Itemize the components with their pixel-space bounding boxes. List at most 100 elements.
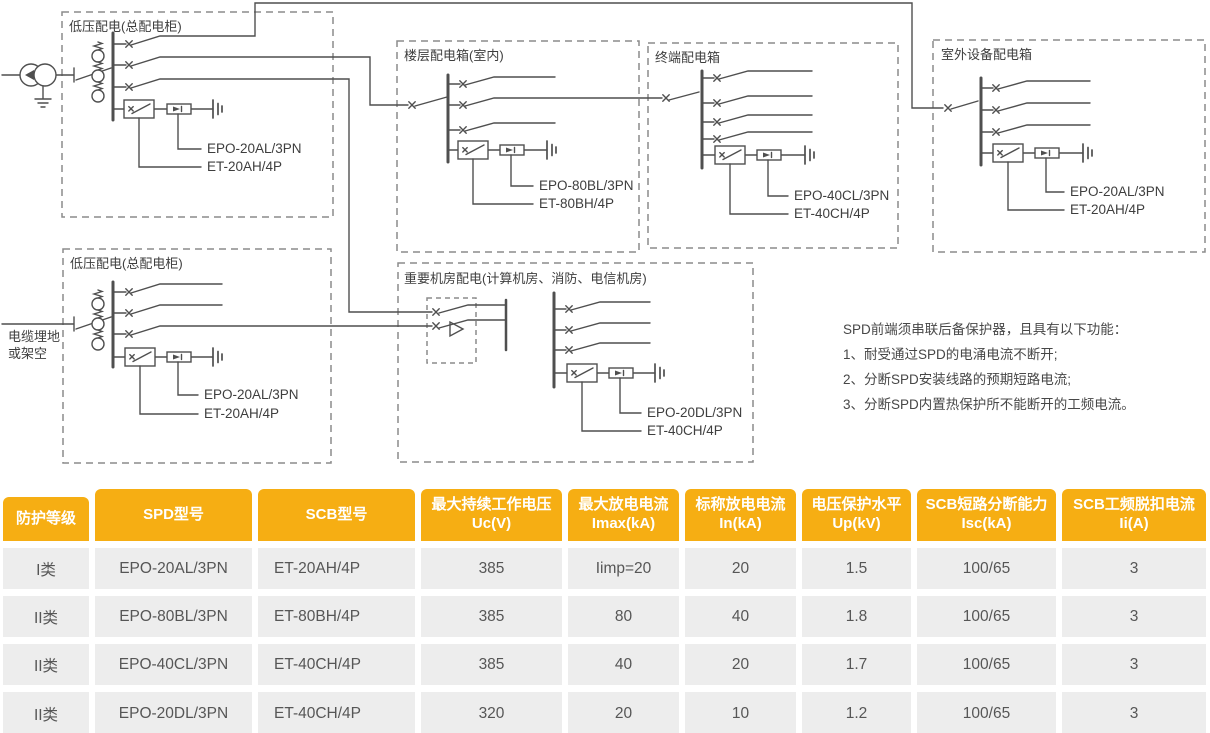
box-outlines [61, 11, 1206, 464]
note-item-1: 1、耐受通过SPD的电涌电流不断开; [843, 347, 1058, 362]
scb-breaker-icon [992, 143, 1024, 163]
circuit-diagram: 低压配电(总配电柜) EPO-20AL/3PN ET-20AH/4P 楼层配电箱… [1, 2, 1206, 464]
spd-device-icon [499, 144, 525, 156]
table-cell: 80 [568, 596, 679, 637]
spd-device-icon [1034, 147, 1060, 159]
table-cell: I类 [3, 548, 89, 589]
scb-breaker-icon [457, 140, 489, 160]
table-cell: 10 [685, 692, 796, 733]
table-cell: 1.7 [802, 644, 911, 685]
table-cell: 1.8 [802, 596, 911, 637]
spd-device-icon [608, 367, 634, 379]
scb-model-label: ET-40CH/4P [794, 206, 870, 221]
table-cell: ET-40CH/4P [258, 692, 415, 733]
ground-icon [1082, 143, 1093, 163]
scb-model-label: ET-80BH/4P [539, 196, 614, 211]
box-main-bottom-outline [62, 248, 332, 464]
box-title-terminal: 终端配电箱 [655, 50, 720, 65]
table-cell: Iimp=20 [568, 548, 679, 589]
table-cell: 1.5 [802, 548, 911, 589]
table-cell: 100/65 [917, 548, 1056, 589]
table-cell: II类 [3, 596, 89, 637]
table-cell: ET-20AH/4P [258, 548, 415, 589]
conductors [1, 2, 1093, 432]
surge-arrester-icon [92, 290, 104, 350]
spd-backup-protector-note: SPD前端须串联后备保护器，且具有以下功能： 1、耐受通过SPD的电涌电流不断开… [843, 321, 1135, 412]
table-cell: 3 [1062, 596, 1206, 637]
spd-model-label: EPO-20AL/3PN [1070, 184, 1165, 199]
spd-model-label: EPO-20AL/3PN [207, 141, 302, 156]
table-cell: ET-40CH/4P [258, 644, 415, 685]
spd-device-icon [756, 149, 782, 161]
table-cell: ET-80BH/4P [258, 596, 415, 637]
col-header-spd-model: SPD型号 [95, 489, 252, 541]
table-cell: 385 [421, 596, 562, 637]
box-floor-circuit [408, 73, 663, 205]
table-cell: 320 [421, 692, 562, 733]
box-terminal-circuit [662, 69, 815, 215]
box-main-top-circuit [1, 2, 944, 313]
ground-icon [804, 145, 815, 165]
scb-model-label: ET-20AH/4P [207, 159, 282, 174]
box-main-bottom-circuit [1, 280, 433, 415]
scb-breaker-icon [566, 363, 598, 383]
spd-device-icon [166, 351, 192, 363]
table-cell: 3 [1062, 692, 1206, 733]
cable-source-label-line2: 或架空 [8, 346, 47, 361]
table-cell: 100/65 [917, 692, 1056, 733]
table-cell: 3 [1062, 644, 1206, 685]
table-cell: 385 [421, 548, 562, 589]
scb-model-label: ET-20AH/4P [204, 406, 279, 421]
note-item-2: 2、分断SPD安装线路的预期短路电流; [843, 372, 1071, 387]
table-cell: 40 [568, 644, 679, 685]
table-cell: 40 [685, 596, 796, 637]
box-server-room-outline [397, 262, 754, 463]
box-title-floor: 楼层配电箱(室内) [404, 48, 504, 63]
spd-model-label: EPO-20DL/3PN [647, 405, 742, 420]
box-title-server-room: 重要机房配电(计算机房、消防、电信机房) [404, 271, 647, 286]
col-header-protection-level: 防护等级 [3, 497, 89, 541]
table-cell: 20 [685, 548, 796, 589]
transfer-switch-outline [426, 297, 477, 364]
box-outdoor-outline [932, 39, 1206, 253]
table-cell: EPO-80BL/3PN [95, 596, 252, 637]
table-cell: 1.2 [802, 692, 911, 733]
spd-model-label: EPO-20AL/3PN [204, 387, 299, 402]
scb-breaker-icon [714, 145, 746, 165]
scb-breaker-icon [123, 99, 155, 119]
interlock-icon [449, 320, 465, 338]
table-cell: 20 [568, 692, 679, 733]
box-outdoor-circuit [944, 76, 1093, 211]
box-server-room-circuit [432, 291, 665, 432]
box-main-top-outline [61, 11, 334, 218]
box-title-main-top: 低压配电(总配电柜) [69, 19, 182, 34]
table-cell: 100/65 [917, 644, 1056, 685]
spd-model-label: EPO-80BL/3PN [539, 178, 634, 193]
table-cell: 385 [421, 644, 562, 685]
ground-icon [654, 363, 665, 383]
box-terminal-outline [647, 42, 899, 249]
note-intro: SPD前端须串联后备保护器，且具有以下功能： [843, 321, 1127, 337]
table-cell: II类 [3, 644, 89, 685]
table-cell: EPO-20AL/3PN [95, 548, 252, 589]
ground-icon [546, 140, 557, 160]
cable-source-label-line1: 电缆埋地 [8, 329, 60, 344]
table-cell: EPO-40CL/3PN [95, 644, 252, 685]
col-header-scb-model: SCB型号 [258, 489, 415, 541]
table-cell: II类 [3, 692, 89, 733]
spd-device-icon [166, 103, 192, 115]
note-item-3: 3、分断SPD内置热保护所不能断开的工频电流。 [843, 397, 1135, 412]
scb-breaker-icon [124, 347, 156, 367]
table-cell: 3 [1062, 548, 1206, 589]
spd-model-label: EPO-40CL/3PN [794, 188, 889, 203]
box-title-outdoor: 室外设备配电箱 [941, 47, 1032, 62]
box-floor-outline [396, 40, 640, 253]
table-cell: 20 [685, 644, 796, 685]
table-cell: EPO-20DL/3PN [95, 692, 252, 733]
